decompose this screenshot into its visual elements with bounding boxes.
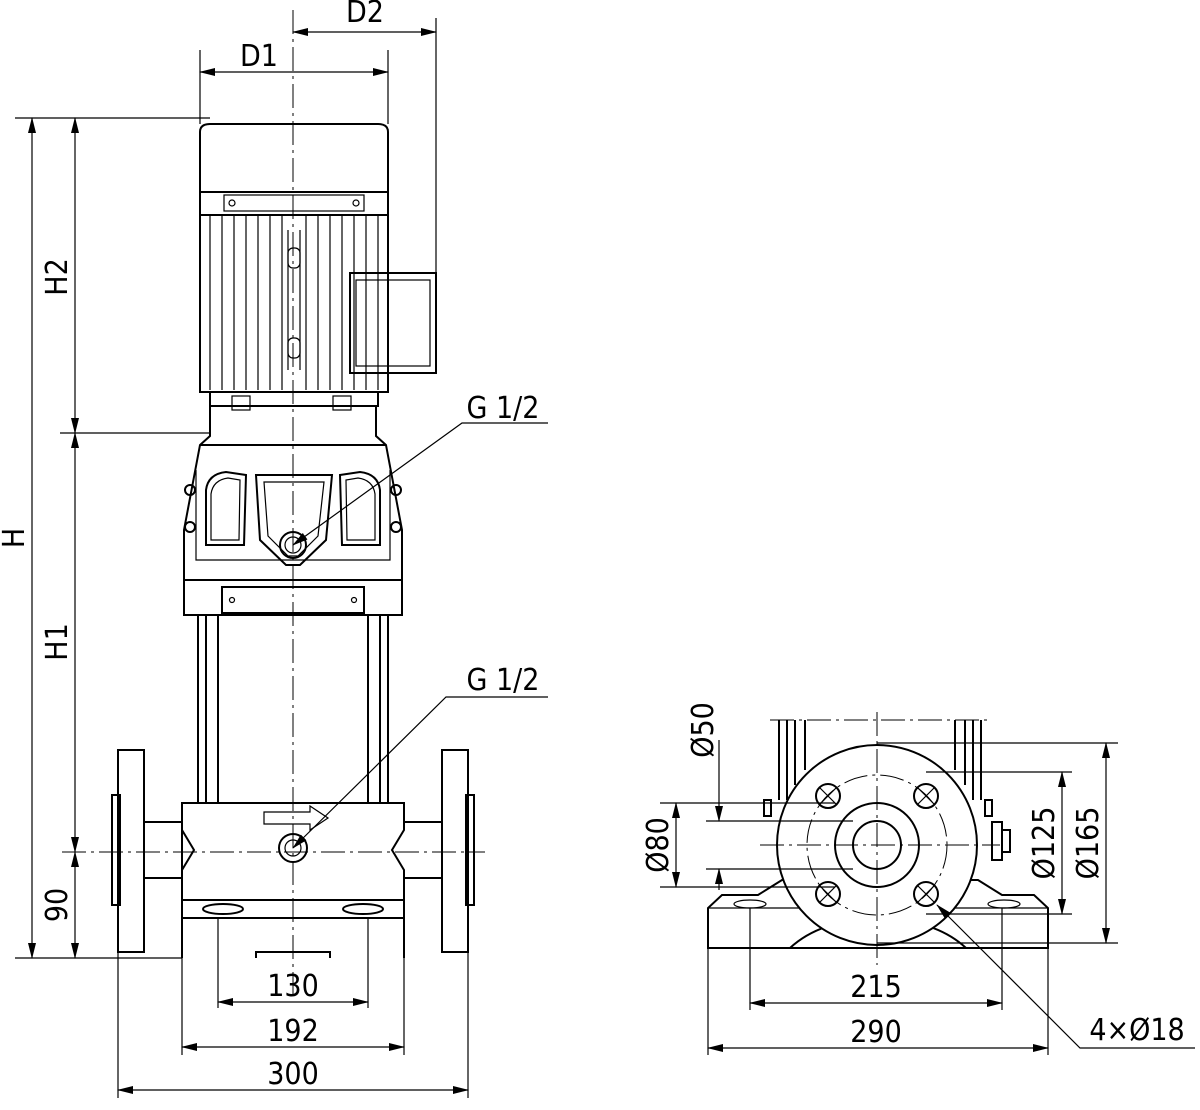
flow-direction-arrow [263, 804, 330, 832]
label-bolt-holes: 4×Ø18 [1089, 1013, 1184, 1048]
bolt-hole-leader [936, 904, 1195, 1049]
label-d50: Ø50 [686, 702, 721, 758]
label-d165: Ø165 [1071, 807, 1106, 880]
label-D2: D2 [346, 0, 384, 30]
head-window-right [338, 470, 381, 546]
label-d125: Ø125 [1027, 807, 1062, 880]
outlet-pipe-right [404, 821, 442, 879]
motor-cooling-fins [209, 215, 379, 390]
motor-body [199, 191, 389, 393]
inlet-pipe-left [144, 821, 183, 879]
front-extension-lines [15, 18, 469, 1098]
motor-fan-cover [199, 123, 389, 193]
label-130: 130 [267, 969, 319, 1004]
label-D1: D1 [240, 39, 278, 74]
label-H1: H1 [40, 623, 75, 660]
label-215: 215 [850, 970, 902, 1005]
label-290: 290 [850, 1015, 902, 1050]
label-d80: Ø80 [641, 817, 676, 873]
side-view: Ø50 Ø80 Ø125 Ø165 215 290 4×Ø18 [641, 702, 1195, 1055]
label-drain-plug: G 1/2 [467, 663, 540, 698]
label-vent-plug: G 1/2 [467, 391, 540, 426]
head-window-left [205, 470, 248, 546]
label-300: 300 [267, 1057, 319, 1092]
terminal-box [349, 272, 437, 374]
head-window-center [254, 474, 334, 566]
motor-flange [209, 391, 379, 407]
side-extension-lines [660, 742, 1118, 1055]
label-H: H [0, 528, 32, 548]
label-90: 90 [40, 888, 75, 922]
bolt-holes [815, 783, 939, 907]
front-leaders [292, 422, 548, 849]
label-192: 192 [267, 1014, 319, 1049]
pump-head [183, 405, 403, 616]
outlet-flange [441, 749, 469, 953]
inlet-flange [117, 749, 145, 953]
side-base-foot [707, 879, 1049, 949]
front-view: D2 D1 H H2 H1 90 130 192 300 G 1/2 G 1/2 [0, 0, 548, 1098]
front-dimension-lines [28, 28, 469, 1094]
label-H2: H2 [40, 258, 75, 295]
side-dimension-lines [672, 740, 1110, 1052]
